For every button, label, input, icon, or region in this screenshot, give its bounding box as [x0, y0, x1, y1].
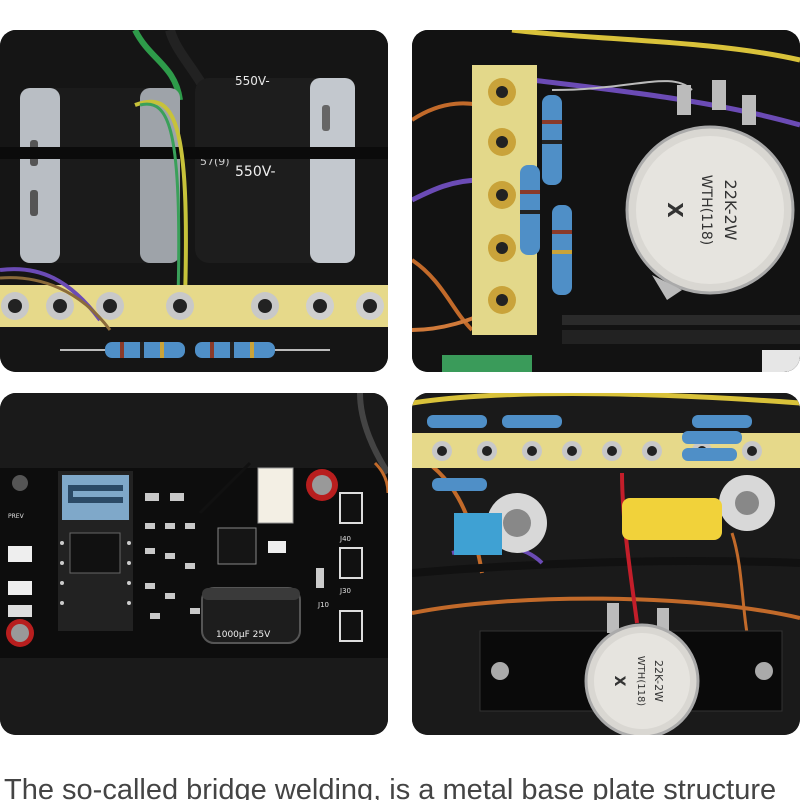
smd-components — [145, 493, 200, 619]
bluetooth-module — [58, 471, 133, 631]
potentiometer-bottom-photo: 22K-2W WTH(118) X — [412, 393, 800, 735]
cap-value-label: 1000μF 25V — [216, 630, 271, 640]
smd-button-2 — [8, 581, 32, 595]
smd-button-1 — [8, 546, 32, 562]
smd-button-3 — [8, 605, 32, 617]
cap-label-top: 550V- — [235, 74, 270, 88]
left-capacitor — [20, 88, 180, 263]
photo-panel-potentiometer-bottom: 22K-2W WTH(118) X — [412, 393, 800, 735]
pot-label-line2: WTH(118) — [635, 656, 646, 707]
relay — [257, 467, 294, 524]
resistor-row — [427, 415, 752, 491]
pot-label-line1: 22K-2W — [652, 660, 665, 702]
pot-label-line2: WTH(118) — [698, 175, 714, 246]
potentiometer: 22K-2W WTH(118) X — [625, 80, 795, 300]
zip-tie — [0, 147, 388, 159]
resistors — [60, 342, 330, 358]
photo-panel-capacitors: 550V- 57(9) 550V- — [0, 30, 388, 372]
potentiometer-top-photo: 22K-2W WTH(118) X — [412, 30, 800, 372]
label-j40: J40 — [339, 535, 351, 543]
caption-text: The so-called bridge welding, is a metal… — [4, 776, 777, 800]
potentiometer: 22K-2W WTH(118) X — [584, 603, 700, 735]
photo-panel-potentiometer-top: 22K-2W WTH(118) X — [412, 30, 800, 372]
label-j10: J10 — [317, 601, 329, 609]
electrolytic-capacitor: 1000μF 25V — [201, 587, 301, 644]
blue-capacitor — [454, 513, 502, 555]
connector-bottom — [339, 610, 363, 642]
photo-panel-bluetooth-board: PREV J40 J30 — [0, 393, 388, 735]
label-prev: PREV — [8, 513, 25, 520]
cap-label-side: 550V- — [235, 164, 276, 180]
connector-top — [339, 492, 363, 524]
right-capacitor: 550V- 57(9) 550V- — [195, 74, 355, 263]
ic-chip — [217, 527, 257, 565]
bluetooth-board-photo: PREV J40 J30 — [0, 393, 388, 735]
yellow-capacitor — [622, 498, 722, 540]
capacitors-photo: 550V- 57(9) 550V- — [0, 30, 388, 372]
pot-logo: X — [611, 676, 627, 687]
pot-logo: X — [663, 202, 687, 218]
vertical-resistors — [520, 95, 572, 295]
connector-mid — [339, 547, 363, 579]
label-j30: J30 — [339, 587, 351, 595]
pot-label-line1: 22K-2W — [721, 180, 740, 241]
caption: The so-called bridge welding, is a metal… — [0, 776, 800, 800]
terminal-strip — [0, 285, 388, 327]
